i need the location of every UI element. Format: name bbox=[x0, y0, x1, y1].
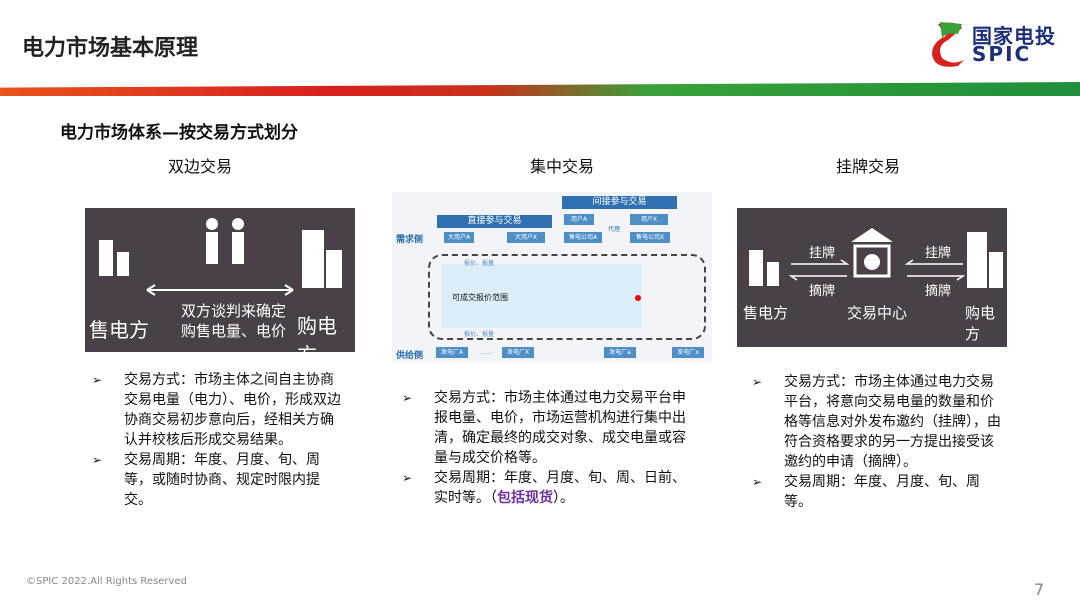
quote-label-top: 报价、报量 bbox=[464, 260, 495, 267]
bullet: 交易方式：市场主体通过电力交易平台申报电量、电价，市场运营机构进行集中出清，确定… bbox=[402, 388, 697, 468]
page-title: 电力市场基本原理 bbox=[22, 36, 199, 61]
bilateral-bullets: 交易方式：市场主体之间自主协商交易电量（电力）、电价，形成双边协商交易初步意向后… bbox=[92, 370, 342, 510]
market-boundary bbox=[428, 254, 706, 340]
spic-logo: 国家电投 SPIC bbox=[928, 18, 1078, 70]
buyer-label: 购电方 bbox=[297, 314, 337, 367]
agent-label: 代理 bbox=[608, 226, 621, 233]
heading-centralized: 集中交易 bbox=[530, 157, 595, 176]
copyright: ©SPIC 2022.All Rights Reserved bbox=[26, 576, 187, 587]
power-plant-icon bbox=[99, 240, 129, 276]
logo-cn: 国家电投 bbox=[972, 24, 1056, 48]
seller-label: 售电方 bbox=[743, 304, 789, 322]
page-number: 7 bbox=[1034, 580, 1045, 599]
bullet-text: 交易周期：年度、月度、旬、周、日前、实时等。（ bbox=[434, 470, 686, 506]
heading-bilateral: 双边交易 bbox=[168, 157, 233, 176]
bullet: 交易周期：年度、月度、旬、周等。 bbox=[752, 472, 1002, 512]
negotiate-line1: 双方谈判来确定 bbox=[181, 302, 287, 320]
center-label: 交易中心 bbox=[847, 304, 908, 322]
header-stripe bbox=[0, 82, 1080, 96]
logo-icon bbox=[932, 22, 964, 67]
retailer-x: 售电公司X bbox=[630, 232, 670, 243]
plant-A: 发电厂A bbox=[436, 347, 468, 358]
demand-side-label: 需求侧 bbox=[396, 235, 424, 245]
direct-box: 直接参与交易 bbox=[437, 215, 552, 228]
power-plant-icon bbox=[749, 250, 779, 286]
delist-label-left: 摘牌 bbox=[809, 284, 836, 299]
logo-en: SPIC bbox=[972, 42, 1032, 66]
seller-label: 售电方 bbox=[89, 318, 149, 342]
plant-X: 发电厂X bbox=[502, 347, 534, 358]
delist-label-right: 摘牌 bbox=[925, 284, 952, 299]
price-range-label: 可成交报价范围 bbox=[452, 293, 508, 302]
bullet: 交易周期：年度、月度、旬、周、日前、实时等。（包括现货）。 bbox=[402, 468, 697, 508]
bilateral-figure: 售电方 购电方 双方谈判来确定 购售电量、电价 bbox=[85, 208, 355, 367]
centralized-figure: 需求侧 供给侧 直接参与交易 间接参与交易 大用户A 大用户X 用户A 用户X … bbox=[392, 192, 712, 362]
listing-figure: 挂牌 摘牌 挂牌 摘牌 售电方 交易中心 购电方 bbox=[737, 208, 1007, 347]
user-x: 用户X bbox=[630, 214, 668, 225]
highlight-spot: 包括现货 bbox=[497, 490, 553, 506]
building-icon bbox=[967, 232, 1003, 288]
clearing-point bbox=[635, 295, 641, 301]
building-icon bbox=[302, 230, 342, 288]
section-subtitle: 电力市场体系—按交易方式划分 bbox=[60, 123, 298, 143]
arrows-right bbox=[905, 259, 965, 281]
bullet-end: ）。 bbox=[553, 490, 574, 506]
indirect-box: 间接参与交易 bbox=[562, 196, 677, 209]
list-label-left: 挂牌 bbox=[809, 246, 836, 261]
plant-x: 发电厂x bbox=[672, 347, 704, 358]
bullet: 交易方式：市场主体通过电力交易平台，将意向交易电量的数量和价格等信息对外发布邀约… bbox=[752, 372, 1002, 472]
big-user-a: 大用户A bbox=[444, 232, 474, 243]
dots: …… bbox=[480, 349, 492, 356]
exchange-center-icon bbox=[851, 228, 893, 278]
bullet: 交易周期：年度、月度、旬、周等，或随时协商、规定时限内提交。 bbox=[92, 450, 342, 510]
heading-listing: 挂牌交易 bbox=[836, 157, 901, 176]
bullet: 交易方式：市场主体之间自主协商交易电量（电力）、电价，形成双边协商交易初步意向后… bbox=[92, 370, 342, 450]
user-a: 用户A bbox=[564, 214, 594, 225]
quote-label-bottom: 报价、报量 bbox=[464, 331, 495, 338]
buyer-label: 购电方 bbox=[965, 304, 996, 343]
supply-side-label: 供给侧 bbox=[396, 351, 424, 361]
big-user-x: 大用户X bbox=[507, 232, 545, 243]
list-label-right: 挂牌 bbox=[925, 246, 952, 261]
arrows-left bbox=[789, 259, 849, 281]
double-arrow bbox=[146, 284, 294, 296]
retailer-a: 售电公司A bbox=[564, 232, 602, 243]
handshake-icon bbox=[206, 218, 244, 264]
centralized-bullets: 交易方式：市场主体通过电力交易平台申报电量、电价，市场运营机构进行集中出清，确定… bbox=[402, 388, 697, 508]
negotiate-line2: 购售电量、电价 bbox=[181, 322, 287, 340]
price-range-area bbox=[442, 264, 642, 328]
plant-a: 发电厂a bbox=[604, 347, 636, 358]
listing-bullets: 交易方式：市场主体通过电力交易平台，将意向交易电量的数量和价格等信息对外发布邀约… bbox=[752, 372, 1002, 512]
